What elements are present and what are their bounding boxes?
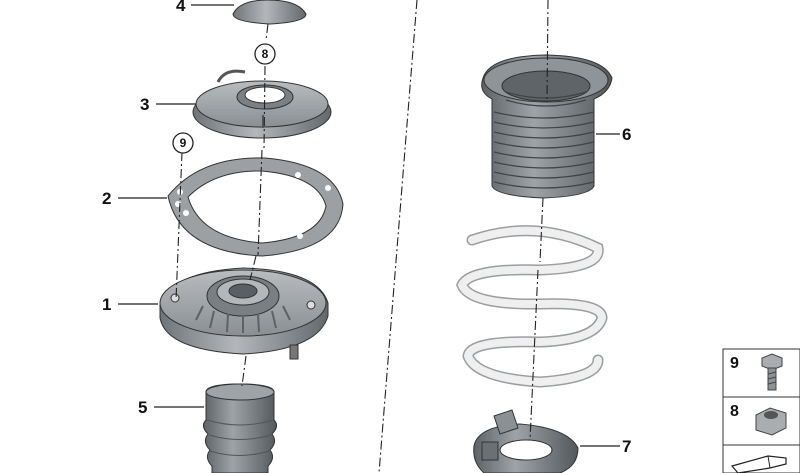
circled-ref-label: 9 [180, 136, 187, 150]
circled-ref-9: 9 [172, 132, 194, 154]
part-2-gasket [167, 157, 344, 257]
separator-line [378, 0, 418, 473]
callout-label: 6 [622, 125, 631, 144]
callout-label: 4 [176, 0, 186, 15]
leader-lines [118, 4, 620, 447]
part-1-strut-mount [159, 267, 329, 360]
part-6-bellows [481, 54, 613, 199]
part-3-plate [192, 69, 332, 139]
center-axes [175, 0, 549, 441]
coil-spring [456, 225, 608, 388]
callout-label: 7 [622, 437, 631, 456]
circled-ref-label: 8 [262, 47, 269, 61]
part-5-bump-stop [202, 383, 278, 473]
arrow-icon [730, 455, 787, 473]
legend-label: 8 [730, 403, 739, 420]
part-4-cap [232, 0, 307, 25]
hex-nut-icon [755, 407, 787, 436]
callout-label: 5 [138, 398, 147, 417]
fastener-legend: 9 8 [722, 348, 800, 473]
part-7-spring-pad [473, 409, 579, 473]
callout-label: 3 [140, 95, 149, 114]
callout-labels: 4 3 2 1 5 6 7 [102, 0, 631, 456]
legend-label: 9 [730, 355, 739, 372]
callout-label: 1 [102, 295, 111, 314]
hex-bolt-icon [761, 353, 783, 391]
callout-label: 2 [102, 189, 111, 208]
circled-ref-8: 8 [254, 43, 276, 65]
